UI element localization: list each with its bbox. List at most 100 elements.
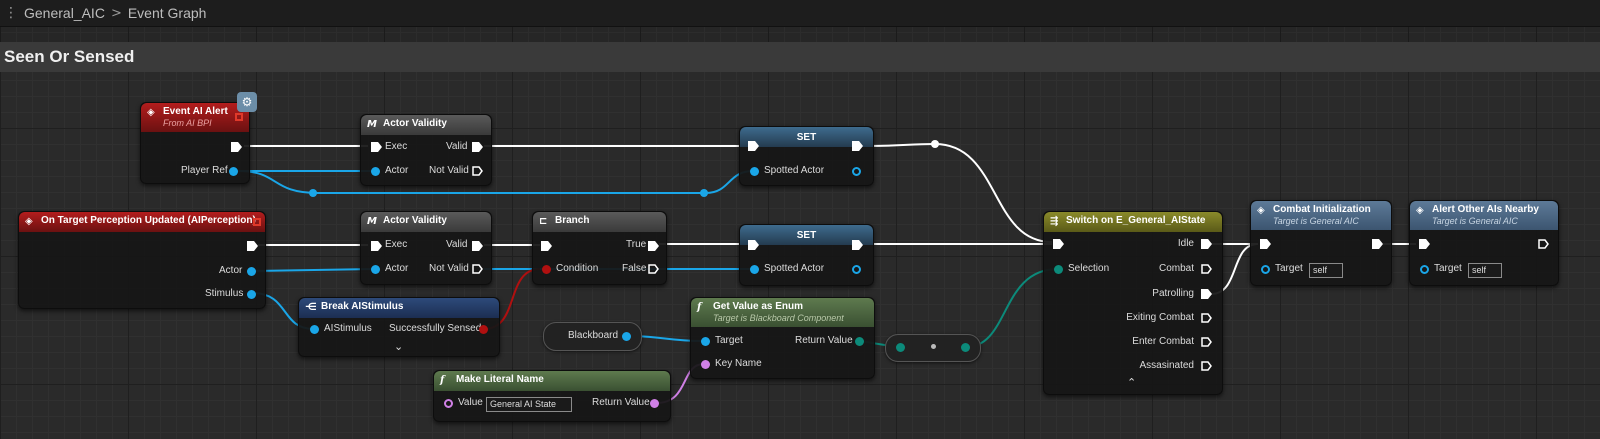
target-in-pin[interactable] — [1420, 265, 1429, 274]
successfully-sensed-out-pin[interactable] — [479, 325, 488, 334]
target-self-field[interactable]: self — [1309, 263, 1343, 278]
object-wire — [251, 268, 375, 272]
actor-validity-node[interactable]: M Actor Validity Exec Valid Actor Not Va… — [360, 114, 492, 186]
target-in-pin[interactable] — [701, 337, 710, 346]
event-diamond-icon: ◈ — [147, 107, 155, 118]
branch-node[interactable]: ⊏ Branch True Condition False — [532, 211, 667, 285]
node-title: Event AI Alert — [163, 106, 228, 117]
ai-stimulus-in-pin[interactable] — [310, 325, 319, 334]
object-wire — [237, 170, 754, 194]
break-ai-stimulus-node[interactable]: ⋲ Break AIStimulus AIStimulus Successful… — [298, 297, 500, 357]
pin-label: Spotted Actor — [764, 263, 825, 274]
pin-label: Stimulus — [205, 288, 244, 299]
node-title: On Target Perception Updated (AIPercepti… — [41, 215, 256, 226]
pin-label: Successfully Sensed — [389, 323, 482, 334]
combat-initialization-node[interactable]: ◈ Combat Initialization Target is Genera… — [1250, 200, 1392, 286]
actor-in-pin[interactable] — [371, 265, 380, 274]
target-in-pin[interactable] — [1261, 265, 1270, 274]
actor-validity-node[interactable]: M Actor Validity Exec Valid Actor Not Va… — [360, 211, 492, 285]
actor-in-pin[interactable] — [371, 167, 380, 176]
node-title: Switch on E_General_AIState — [1066, 215, 1206, 226]
enum-in-pin[interactable] — [896, 343, 905, 352]
switch-output-label: Patrolling — [1152, 288, 1194, 299]
reroute-pill-node[interactable] — [885, 334, 981, 362]
node-title: Branch — [555, 215, 590, 226]
break-struct-icon: ⋲ — [305, 302, 317, 313]
pin-label: Value — [458, 397, 483, 408]
actor-out-pin[interactable] — [247, 267, 256, 276]
chevron-right-icon: > — [110, 5, 122, 21]
set-spotted-actor-node[interactable]: SET Spotted Actor — [739, 224, 874, 286]
switch-output-label: Combat — [1158, 263, 1194, 274]
stimulus-out-pin[interactable] — [247, 290, 256, 299]
function-icon: f — [697, 302, 702, 313]
pin-label: AIStimulus — [324, 323, 372, 334]
node-header: f Make Literal Name — [434, 371, 670, 391]
return-value-out-pin[interactable] — [650, 399, 659, 408]
pin-label: Spotted Actor — [764, 165, 825, 176]
node-header: ⇶ Switch on E_General_AIState — [1044, 212, 1222, 232]
expand-chevron-icon[interactable]: ⌄ — [394, 340, 404, 353]
collapse-chevron-icon[interactable]: ⌃ — [1127, 376, 1137, 389]
blackboard-variable-node[interactable]: Blackboard — [543, 322, 642, 351]
pin-label: Player Ref — [181, 165, 228, 176]
switch-output-label: Exiting Combat — [1126, 312, 1194, 323]
set-spotted-actor-node[interactable]: SET Spotted Actor — [739, 126, 874, 186]
node-subtitle: Target is General AIC — [1432, 216, 1518, 226]
delegate-pin-icon[interactable] — [253, 218, 261, 226]
pin-label: Target — [715, 335, 743, 346]
get-value-as-enum-node[interactable]: f Get Value as Enum Target is Blackboard… — [690, 297, 875, 379]
node-header: f Get Value as Enum Target is Blackboard… — [691, 298, 874, 327]
switch-on-enum-node[interactable]: ⇶ Switch on E_General_AIState Selection … — [1043, 211, 1223, 395]
pin-label: Return Value — [795, 335, 853, 346]
variable-label: Blackboard — [568, 330, 619, 341]
pin-label: Target — [1434, 263, 1462, 274]
spotted-actor-in-pin[interactable] — [750, 265, 759, 274]
node-title: Make Literal Name — [456, 374, 544, 385]
event-ai-alert-node[interactable]: ◈ Event AI Alert From AI BPI Player Ref — [140, 102, 250, 184]
macro-icon: M — [367, 216, 377, 227]
interface-badge-icon: ⚙ — [237, 92, 257, 112]
pin-label: Exec — [385, 239, 408, 250]
comment-box-header[interactable]: Seen Or Sensed — [0, 42, 1600, 72]
pin-label: Actor — [219, 265, 243, 276]
node-subtitle: Target is General AIC — [1273, 216, 1359, 226]
pin-label: Actor — [385, 165, 409, 176]
spotted-actor-out-pin[interactable] — [852, 265, 861, 274]
switch-output-label: Enter Combat — [1132, 336, 1194, 347]
value-input[interactable]: General AI State — [486, 397, 572, 412]
target-self-field[interactable]: self — [1468, 263, 1502, 278]
breadcrumb-blueprint[interactable]: General_AIC — [24, 5, 105, 21]
node-header: M Actor Validity — [361, 115, 491, 135]
pin-label: Valid — [446, 239, 468, 250]
selection-in-pin[interactable] — [1054, 265, 1063, 274]
delegate-pin-icon[interactable] — [235, 113, 243, 121]
player-ref-pin[interactable] — [229, 167, 238, 176]
pin-label: Target — [1275, 263, 1303, 274]
reroute-dot-icon — [931, 344, 936, 349]
pin-label: Exec — [385, 141, 408, 152]
node-header: M Actor Validity — [361, 212, 491, 232]
enum-out-pin[interactable] — [961, 343, 970, 352]
breadcrumb-graph[interactable]: Event Graph — [127, 5, 207, 21]
reroute-node[interactable] — [931, 140, 939, 148]
make-literal-name-node[interactable]: f Make Literal Name Value General AI Sta… — [433, 370, 671, 422]
pin-label: Actor — [385, 263, 409, 274]
drag-handle-icon[interactable]: ⋮ — [4, 5, 18, 21]
reroute-node[interactable] — [700, 189, 708, 197]
key-name-in-pin[interactable] — [701, 360, 710, 369]
condition-in-pin[interactable] — [542, 265, 551, 274]
spotted-actor-out-pin[interactable] — [852, 167, 861, 176]
alert-other-ais-nearby-node[interactable]: ◈ Alert Other AIs Nearby Target is Gener… — [1409, 200, 1559, 286]
reroute-node[interactable] — [309, 189, 317, 197]
on-target-perception-updated-node[interactable]: ◈ On Target Perception Updated (AIPercep… — [18, 211, 266, 309]
node-header: ◈ Event AI Alert From AI BPI — [141, 103, 249, 132]
spotted-actor-in-pin[interactable] — [750, 167, 759, 176]
return-value-out-pin[interactable] — [855, 337, 864, 346]
node-title: Get Value as Enum — [713, 301, 804, 312]
node-title: Actor Validity — [383, 118, 447, 129]
value-in-pin[interactable] — [444, 399, 453, 408]
blackboard-out-pin[interactable] — [622, 332, 631, 341]
pin-label: Return Value — [592, 397, 650, 408]
